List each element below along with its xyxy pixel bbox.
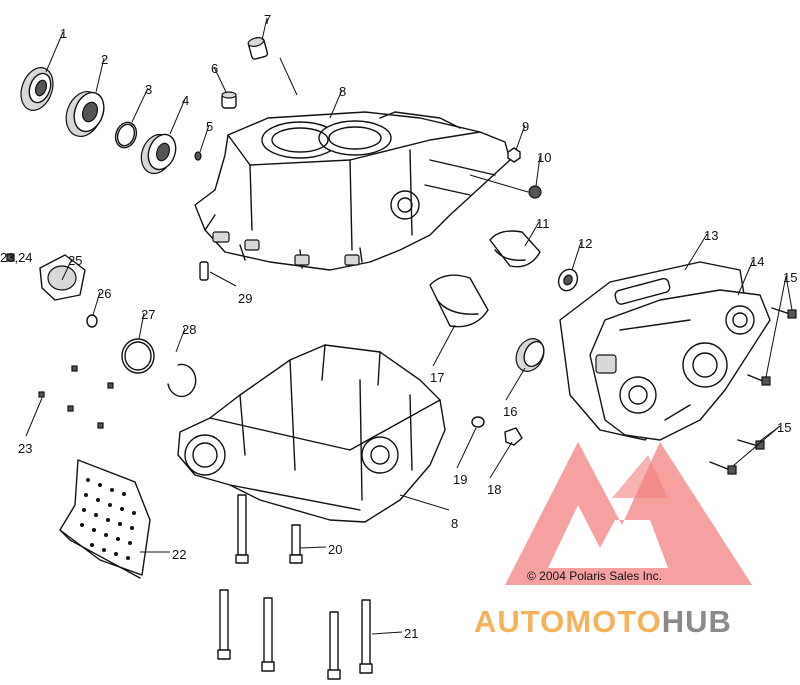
callout-6: 6 xyxy=(211,61,218,76)
callout-15: 15 xyxy=(783,270,797,285)
part-14-cover xyxy=(589,289,771,441)
callout-9: 9 xyxy=(522,119,529,134)
part-19-nut xyxy=(471,416,485,428)
part-22-baffle-plate xyxy=(59,459,151,579)
callout-22: 22 xyxy=(172,547,186,562)
part-7-bushing xyxy=(247,37,269,60)
copyright-text: © 2004 Polaris Sales Inc. xyxy=(527,569,662,583)
callout-23: 23 xyxy=(18,441,32,456)
part-9-bolt xyxy=(507,147,521,163)
part-12-washer xyxy=(557,268,579,292)
part-29-pin xyxy=(199,261,209,281)
part-15-bolts-lower xyxy=(709,439,765,475)
callout-26: 26 xyxy=(97,286,111,301)
part-25-breather xyxy=(39,254,86,301)
part-23-small-bolts xyxy=(38,365,114,429)
watermark-wordmark: AUTOMOTOHUB xyxy=(474,604,732,639)
callout-11: 11 xyxy=(536,216,550,231)
watermark-triangle-logo xyxy=(505,442,752,585)
callout-4: 4 xyxy=(182,93,189,108)
watermark-logo xyxy=(505,442,752,585)
callout-29: 29 xyxy=(238,291,252,306)
callout-21: 21 xyxy=(404,626,418,641)
callout-25: 25 xyxy=(68,253,82,268)
callout-27: 27 xyxy=(141,307,155,322)
callout-15: 15 xyxy=(777,420,791,435)
part-1-seal xyxy=(20,67,54,111)
callout-labels: 1234567891011121314151516171819202122232… xyxy=(0,12,797,641)
part-16-seal xyxy=(515,338,545,372)
callout-1: 1 xyxy=(60,26,67,41)
watermark-part-2: HUB xyxy=(662,604,732,639)
callout-2: 2 xyxy=(101,52,108,67)
callout-5: 5 xyxy=(206,119,213,134)
part-11-bearing-shell xyxy=(489,230,541,268)
part-13-gasket-slot xyxy=(614,277,671,305)
part-3-ring xyxy=(114,121,138,149)
callout-16: 16 xyxy=(503,404,517,419)
part-23-24-bolt xyxy=(6,253,15,262)
callout-3: 3 xyxy=(145,82,152,97)
callout-14: 14 xyxy=(750,254,764,269)
part-27-ring xyxy=(121,338,155,374)
callout-17: 17 xyxy=(430,370,444,385)
part-5-pin xyxy=(194,151,202,161)
callout-23-24: 23,24 xyxy=(0,250,33,265)
callout-8: 8 xyxy=(451,516,458,531)
part-10-plug xyxy=(528,185,542,199)
leader-lines xyxy=(10,17,793,635)
part-6-dowel xyxy=(221,91,237,109)
part-21-long-bolts xyxy=(217,589,373,680)
part-17-bearing-shell xyxy=(429,274,489,328)
watermark-part-1: AUTOMOTO xyxy=(474,604,662,639)
callout-12: 12 xyxy=(578,236,592,251)
upper-crankcase xyxy=(194,111,511,271)
callout-28: 28 xyxy=(182,322,196,337)
part-20-bolts xyxy=(235,494,303,564)
part-4-bearing xyxy=(140,133,177,175)
lower-crankcase xyxy=(177,344,446,523)
callout-19: 19 xyxy=(453,472,467,487)
part-18-fitting xyxy=(504,427,523,446)
callout-13: 13 xyxy=(704,228,718,243)
watermark-inner-triangle xyxy=(612,455,668,498)
part-2-bearing xyxy=(65,91,105,137)
part-26-oring xyxy=(86,314,98,328)
callout-18: 18 xyxy=(487,482,501,497)
part-28-snap-ring xyxy=(167,363,197,398)
callout-8: 8 xyxy=(339,84,346,99)
callout-10: 10 xyxy=(537,150,551,165)
callout-7: 7 xyxy=(264,12,271,27)
callout-20: 20 xyxy=(328,542,342,557)
